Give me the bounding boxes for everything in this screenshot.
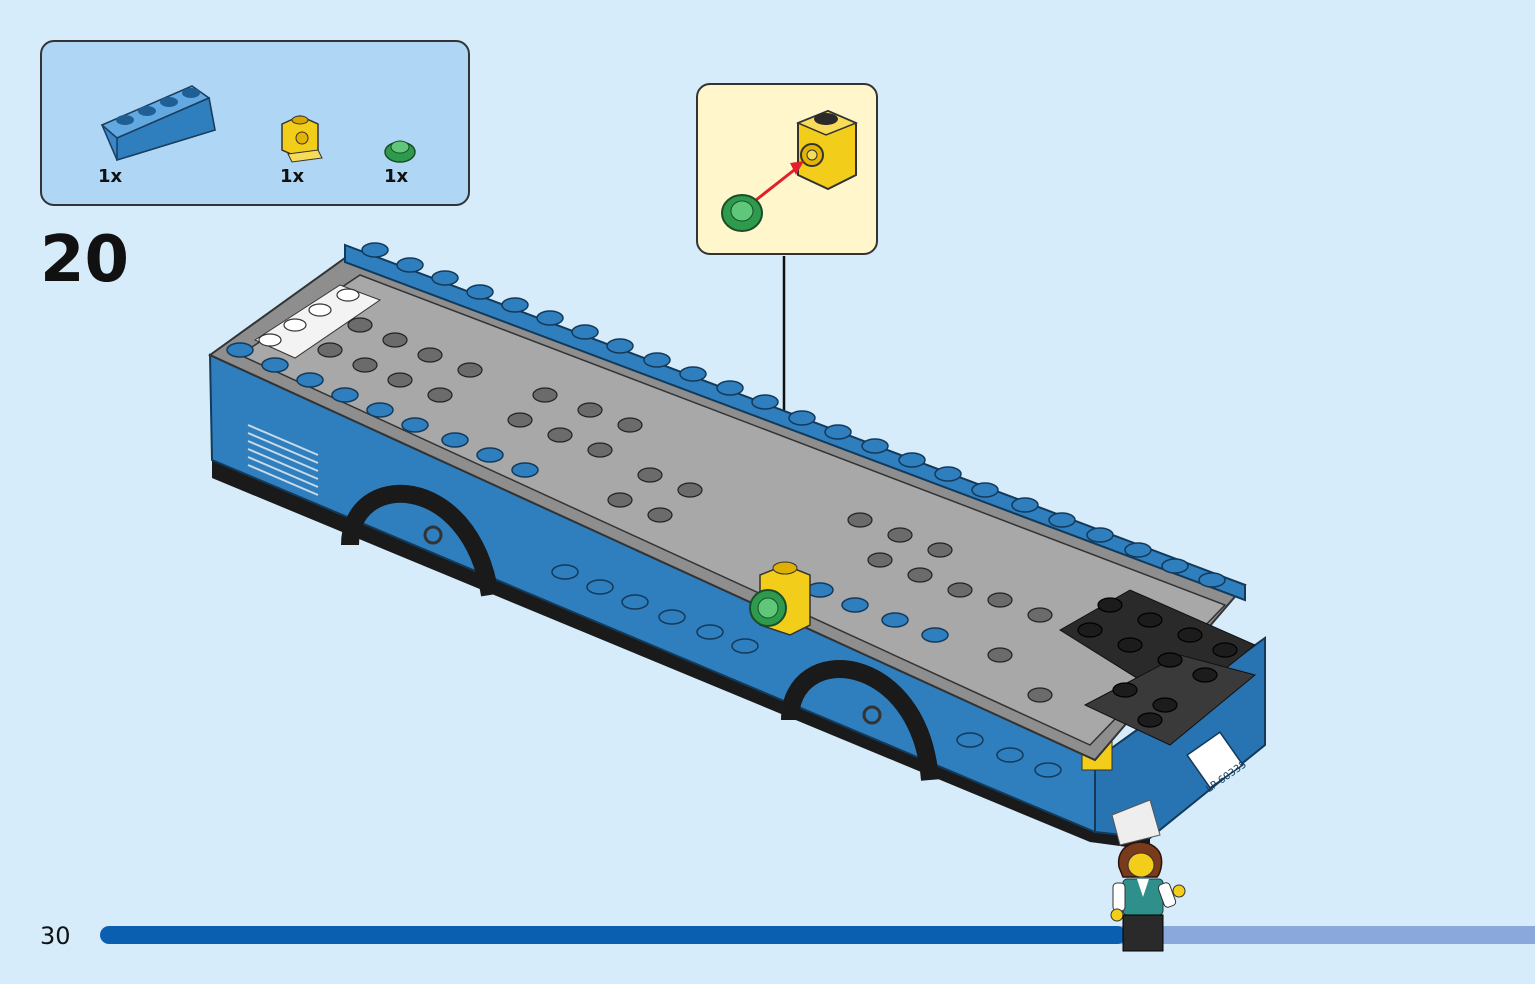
progress-bar (100, 926, 1535, 944)
parts-list-box: 1x 1x 1x (40, 40, 470, 206)
bracket-plate-assembly-illustration (721, 109, 858, 232)
page-number: 30 (40, 922, 71, 950)
green-round-plate-icon (384, 140, 416, 163)
part-quantity: 1x (384, 166, 409, 187)
part-quantity: 1x (280, 166, 305, 187)
blue-brick-1x4-icon (100, 85, 216, 162)
minifigure-illustration (1110, 841, 1186, 952)
step-number: 20 (40, 223, 130, 297)
yellow-bracket-brick-icon (281, 115, 323, 163)
part-quantity: 1x (98, 166, 123, 187)
progress-fill (100, 926, 1127, 944)
sub-assembly-callout (696, 83, 878, 255)
